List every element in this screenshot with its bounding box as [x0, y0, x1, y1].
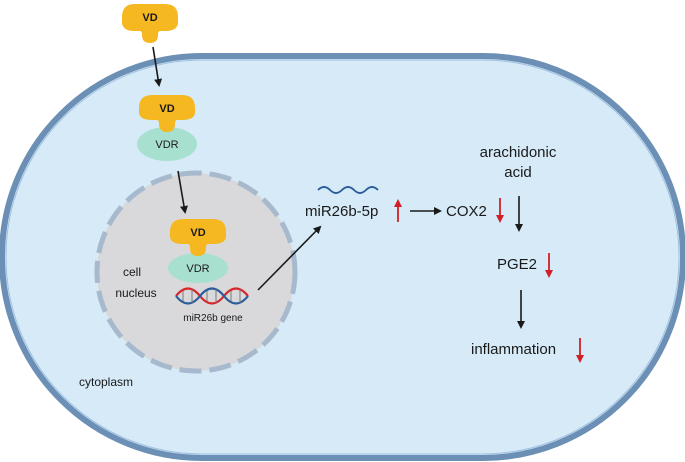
vd-outside-molecule: VD: [122, 4, 178, 43]
pge2-label: PGE2: [497, 256, 537, 273]
vdr-complex-nucleus: VDR VD: [168, 219, 228, 283]
inflammation-label: inflammation: [471, 341, 556, 358]
dna-helix-icon: [175, 287, 249, 305]
cytoplasm-label: cytoplasm: [79, 375, 133, 389]
vdr-complex-cytoplasm: VDR VD: [137, 95, 197, 161]
cell-nucleus-label-line2: nucleus: [115, 286, 156, 300]
vdr-nucleus-label: VDR: [186, 263, 209, 275]
vdr-nucleus: [168, 253, 228, 283]
cell-nucleus-label-line1: cell: [123, 265, 141, 279]
vd-outside-label: VD: [142, 12, 157, 24]
mirna-wave-icon: [317, 186, 379, 194]
vdr-cytoplasm: [137, 127, 197, 161]
arrow-vdr-into-nucleus: [177, 170, 188, 214]
mirna-label: miR26b-5p: [305, 203, 378, 220]
vd-cytoplasm-label: VD: [159, 103, 174, 115]
arachidonic-label-line2: acid: [504, 164, 532, 181]
arrow-vd-entry: [152, 46, 163, 87]
vd-nucleus-label: VD: [190, 227, 205, 239]
arachidonic-label-line1: arachidonic: [480, 144, 557, 161]
vdr-cytoplasm-label: VDR: [155, 139, 178, 151]
cell-membrane-inner-line: [5, 59, 680, 455]
cox2-label: COX2: [446, 203, 487, 220]
gene-label: miR26b gene: [183, 313, 243, 324]
arrow-gene-to-mirna: [257, 225, 322, 291]
